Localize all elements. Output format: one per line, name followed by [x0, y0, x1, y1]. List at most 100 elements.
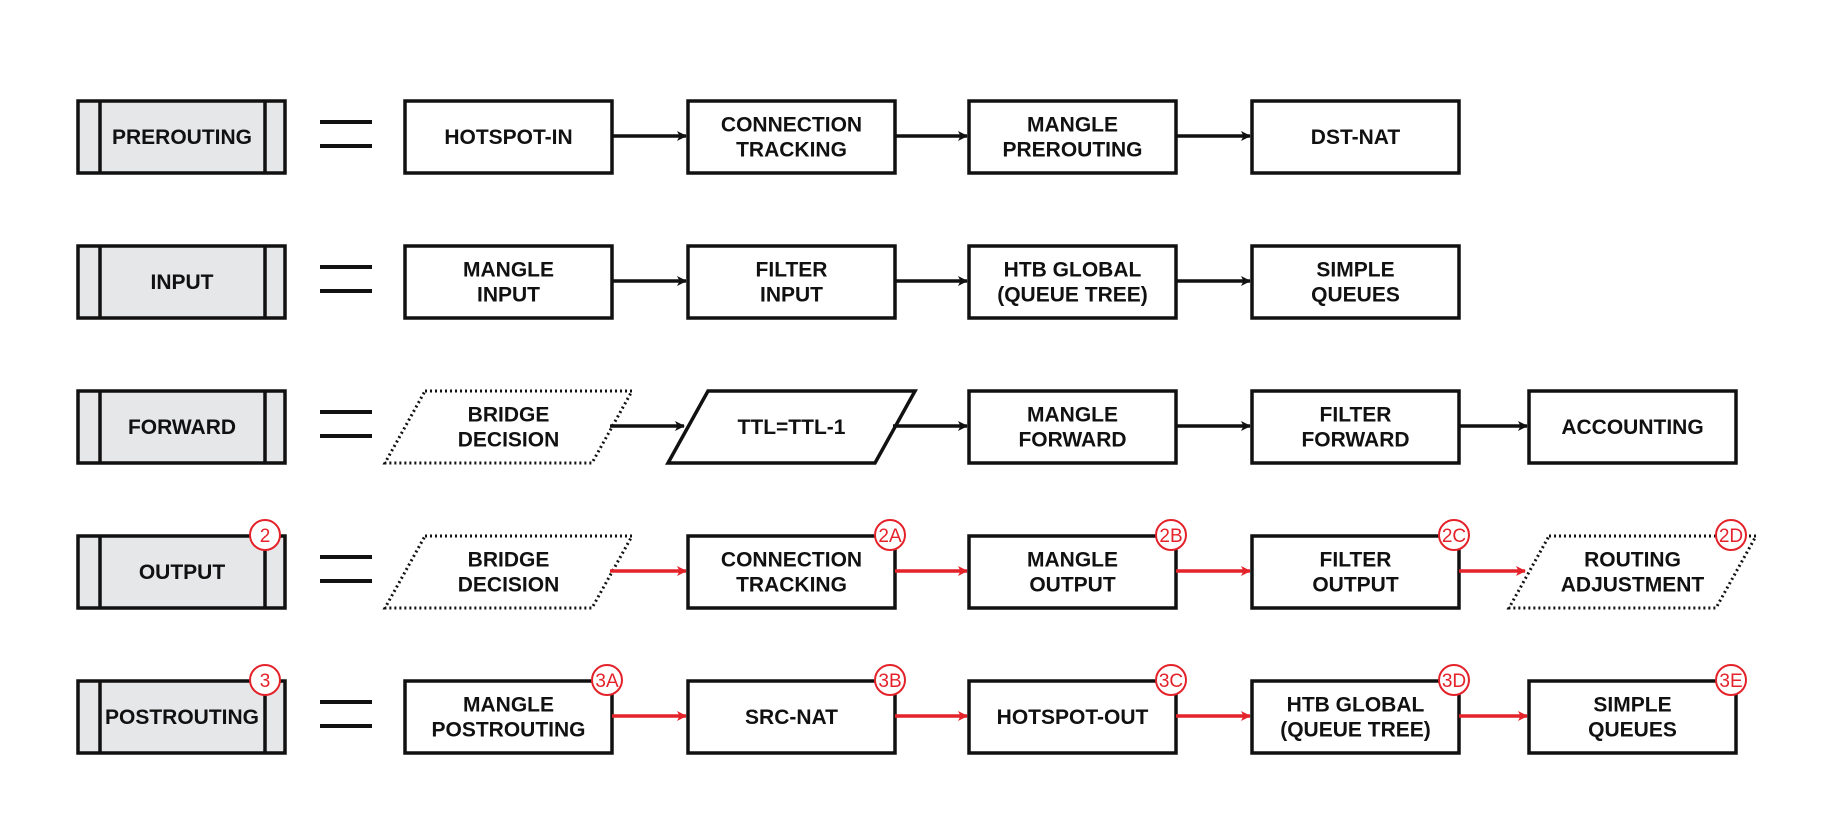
- step-label-line: TRACKING: [736, 139, 847, 162]
- step-box: [1250, 534, 1461, 610]
- step-label-line: MANGLE: [463, 694, 554, 717]
- step-badge: 2C: [1438, 519, 1470, 551]
- badge-circle: [874, 664, 906, 696]
- step-src-nat: SRC-NAT 3B: [686, 664, 906, 755]
- chain-row-output: OUTPUT2BRIDGEDECISIONCONNECTIONTRACKING2…: [76, 519, 1759, 610]
- step-label-line: MANGLE: [1027, 404, 1118, 427]
- step-box: [403, 244, 614, 320]
- badge-circle: [1155, 664, 1187, 696]
- step-box-parallelogram: [665, 389, 918, 465]
- step-dst-nat: DST-NAT: [1250, 99, 1461, 175]
- step-badge: 3B: [874, 664, 906, 696]
- step-label-line: ROUTING: [1584, 549, 1681, 572]
- step-label-line: MANGLE: [1027, 549, 1118, 572]
- step-box-dotted-parallelogram: [382, 389, 635, 465]
- step-badge: 3D: [1438, 664, 1470, 696]
- step-box: [967, 534, 1178, 610]
- chain-box-prerouting: PREROUTING: [76, 99, 287, 175]
- chain-name: PREROUTING: [112, 126, 252, 149]
- badge-circle: [1155, 519, 1187, 551]
- step-label-line: TTL=TTL-1: [738, 416, 846, 439]
- step-label-line: QUEUES: [1311, 284, 1400, 307]
- step-label-line: (QUEUE TREE): [997, 284, 1148, 307]
- step-box: [686, 99, 897, 175]
- step-box: [1250, 679, 1461, 755]
- step-label-line: DST-NAT: [1311, 126, 1401, 149]
- badge-label: 3A: [595, 671, 619, 692]
- badge-circle: [1715, 664, 1747, 696]
- chain-box-frame: [76, 534, 287, 610]
- step-box: [1527, 679, 1738, 755]
- step-box: [967, 389, 1178, 465]
- step-label-line: QUEUES: [1588, 719, 1677, 742]
- step-badge: 3C: [1155, 664, 1187, 696]
- step-label-line: BRIDGE: [468, 404, 550, 427]
- step-label-line: HOTSPOT-IN: [444, 126, 572, 149]
- step-label-line: SRC-NAT: [745, 706, 838, 729]
- chain-row-postrouting: POSTROUTING3MANGLEPOSTROUTING3ASRC-NAT3B…: [76, 664, 1747, 755]
- badge-label: 3B: [878, 671, 901, 692]
- step-label-line: DECISION: [458, 574, 560, 597]
- chain-box-frame: [76, 679, 287, 755]
- equals-sign: [320, 555, 372, 583]
- badge-label: 2D: [1719, 526, 1743, 547]
- step-box: [686, 534, 897, 610]
- step-badge: 3A: [591, 664, 623, 696]
- step-label-line: OUTPUT: [1312, 574, 1399, 597]
- badge-circle: [1438, 519, 1470, 551]
- step-label-line: FORWARD: [1018, 429, 1126, 452]
- step-box: [686, 244, 897, 320]
- step-label-line: FILTER: [1320, 549, 1392, 572]
- chain-row-forward: FORWARDBRIDGEDECISIONTTL=TTL-1MANGLEFORW…: [76, 389, 1738, 465]
- badge-label: 3C: [1159, 671, 1183, 692]
- step-label-line: FILTER: [1320, 404, 1392, 427]
- chain-box-forward: FORWARD: [76, 389, 287, 465]
- step-box: [403, 99, 614, 175]
- step-label-line: HTB GLOBAL: [1287, 694, 1425, 717]
- badge-circle: [249, 664, 281, 696]
- chain-name: OUTPUT: [139, 561, 226, 584]
- step-ttl-ttl-1: TTL=TTL-1: [665, 389, 918, 465]
- step-label-line: CONNECTION: [721, 114, 862, 137]
- step-label-line: (QUEUE TREE): [1280, 719, 1431, 742]
- step-box: [686, 679, 897, 755]
- step-label-line: MANGLE: [1027, 114, 1118, 137]
- badge-circle: [1438, 664, 1470, 696]
- step-box: [1250, 99, 1461, 175]
- badge-label: 3D: [1442, 671, 1466, 692]
- step-box: [1527, 389, 1738, 465]
- step-label-line: HTB GLOBAL: [1004, 259, 1142, 282]
- chain-box-frame: [76, 99, 287, 175]
- step-label-line: BRIDGE: [468, 549, 550, 572]
- step-label-line: FORWARD: [1301, 429, 1409, 452]
- step-box: [1250, 389, 1461, 465]
- step-label-line: ADJUSTMENT: [1561, 574, 1705, 597]
- step-accounting: ACCOUNTING: [1527, 389, 1738, 465]
- badge-circle: [874, 519, 906, 551]
- badge-label: 3: [260, 671, 271, 692]
- equals-sign: [320, 410, 372, 438]
- step-label-line: PREROUTING: [1002, 139, 1142, 162]
- chain-name: INPUT: [151, 271, 214, 294]
- step-badge: 2B: [1155, 519, 1187, 551]
- step-label-line: INPUT: [477, 284, 540, 307]
- badge-label: 2B: [1159, 526, 1182, 547]
- chain-box-frame: [76, 389, 287, 465]
- chain-name: FORWARD: [128, 416, 236, 439]
- step-label-line: CONNECTION: [721, 549, 862, 572]
